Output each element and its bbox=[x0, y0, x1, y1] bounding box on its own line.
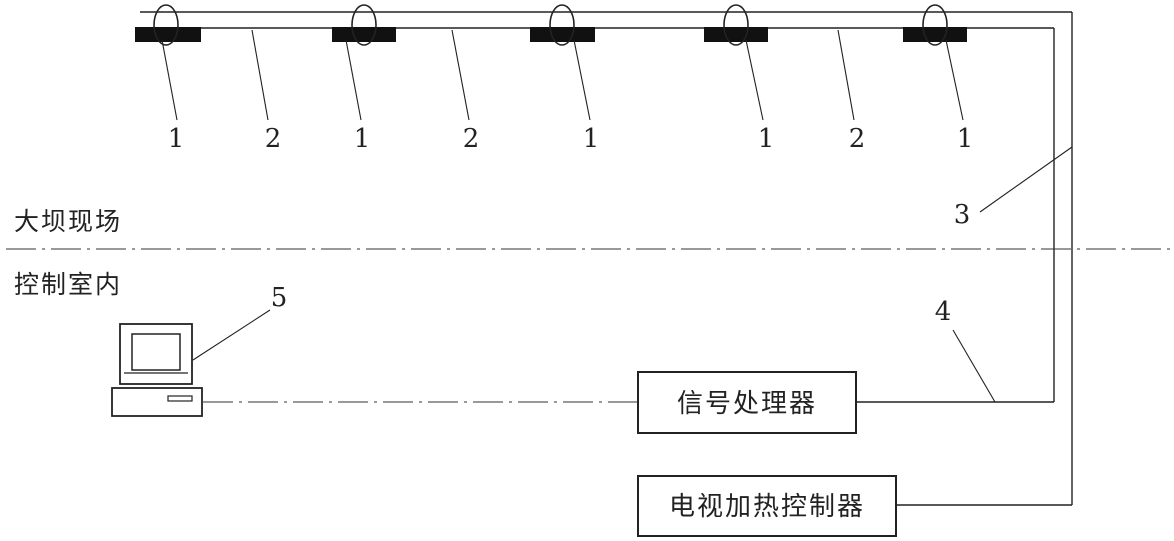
label-4: 4 bbox=[935, 297, 952, 327]
sensor-3 bbox=[530, 4, 595, 46]
leader-1d bbox=[745, 39, 764, 121]
sensor-5 bbox=[903, 4, 967, 46]
zone-label-dam-site: 大坝现场 bbox=[14, 207, 122, 236]
leader-1c bbox=[573, 39, 591, 121]
leader-1e bbox=[945, 39, 964, 121]
label-3: 3 bbox=[954, 200, 971, 230]
signal-processor-box: 信号处理器 bbox=[637, 371, 857, 434]
leader-1a bbox=[161, 39, 178, 121]
heating-controller-box: 电视加热控制器 bbox=[637, 475, 897, 537]
sensor-1 bbox=[135, 4, 201, 46]
label-2a: 2 bbox=[265, 124, 282, 154]
label-5: 5 bbox=[271, 283, 288, 313]
leader-2c bbox=[837, 29, 855, 121]
computer-icon bbox=[111, 323, 203, 417]
label-2c: 2 bbox=[849, 124, 866, 154]
signal-processor-label: 信号处理器 bbox=[677, 389, 817, 419]
leader-4 bbox=[952, 329, 996, 403]
leader-3 bbox=[979, 146, 1073, 213]
label-1a: 1 bbox=[168, 124, 185, 154]
leader-1b bbox=[345, 39, 362, 121]
leader-2b bbox=[451, 29, 470, 121]
sensor-4 bbox=[704, 4, 768, 46]
label-1b: 1 bbox=[354, 124, 371, 154]
label-1d: 1 bbox=[758, 124, 775, 154]
heating-controller-label: 电视加热控制器 bbox=[669, 492, 865, 522]
zone-label-control-room: 控制室内 bbox=[14, 270, 122, 299]
leader-2a bbox=[251, 29, 269, 121]
leader-5 bbox=[192, 309, 271, 361]
sensor-2 bbox=[332, 4, 396, 46]
label-2b: 2 bbox=[463, 124, 480, 154]
label-1c: 1 bbox=[583, 124, 600, 154]
label-1e: 1 bbox=[957, 124, 974, 154]
